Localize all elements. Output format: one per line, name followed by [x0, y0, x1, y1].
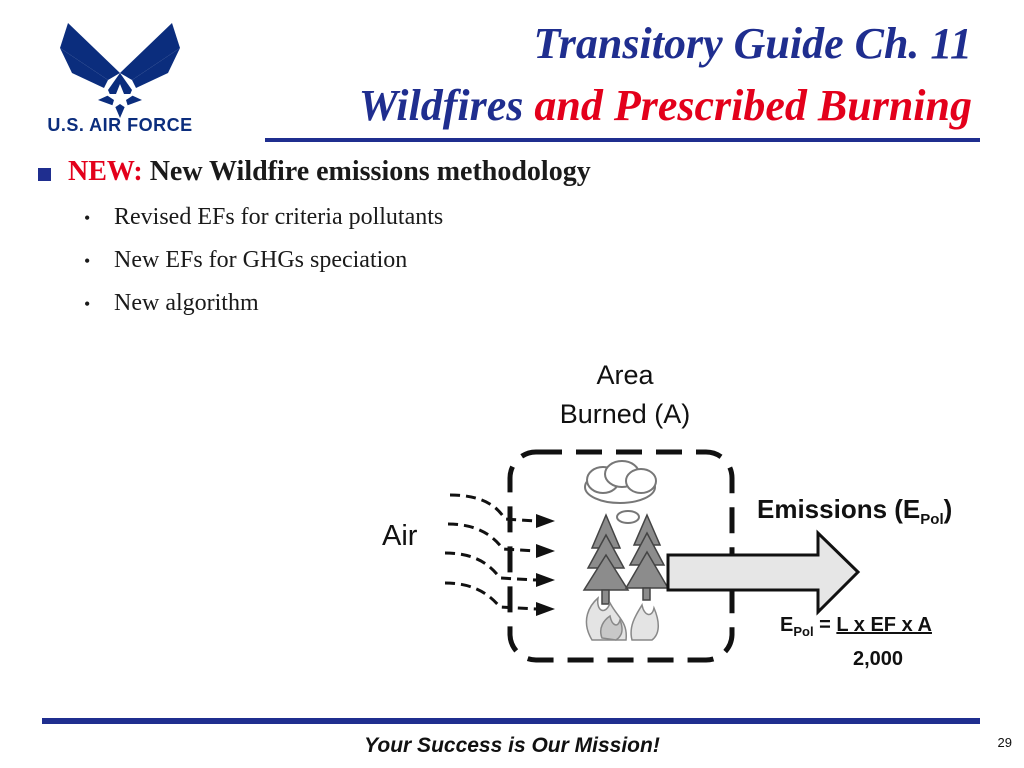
bullet-square-icon	[38, 168, 51, 181]
footer-slogan: Your Success is Our Mission!	[364, 734, 660, 757]
formula-subscript: Pol	[793, 624, 814, 639]
formula-e: E	[780, 614, 794, 636]
logo-text: U.S. AIR FORCE	[47, 115, 193, 135]
area-label-line1: Area	[596, 360, 654, 390]
sub-bullet-dot-icon: •	[84, 208, 91, 228]
pine-tree-icon	[582, 513, 670, 605]
sub-bullet-item: New algorithm	[114, 290, 259, 316]
sub-bullet-dot-icon: •	[84, 251, 91, 271]
area-burned-label: Area Burned (A)	[530, 356, 720, 434]
slide-title-line2: Wildfires and Prescribed Burning	[359, 80, 972, 131]
title-prescribed-burning: and Prescribed Burning	[534, 81, 972, 130]
air-arrows-icon	[444, 493, 537, 611]
area-label-line2: Burned (A)	[559, 399, 691, 429]
emissions-suffix: )	[943, 494, 953, 524]
cloud-icon	[584, 460, 657, 524]
main-bullet-text: New Wildfire emissions methodology	[149, 156, 591, 187]
emissions-formula: EPol = L x EF x A	[780, 614, 932, 639]
slide-title-line1: Transitory Guide Ch. 11	[533, 19, 972, 68]
title-divider	[265, 138, 980, 142]
air-force-logo-icon	[60, 23, 180, 118]
emissions-subscript: Pol	[920, 511, 944, 529]
emissions-label: Emissions (EPol)	[757, 494, 952, 528]
footer-divider	[42, 718, 980, 724]
emissions-arrow-icon	[666, 529, 861, 616]
page-number: 29	[997, 735, 1012, 750]
new-tag: NEW:	[68, 156, 143, 187]
sub-bullet-item: Revised EFs for criteria pollutants	[114, 204, 444, 230]
formula-denominator: 2,000	[853, 648, 904, 670]
formula-equals: =	[813, 614, 837, 636]
sub-bullet-item: New EFs for GHGs speciation	[114, 247, 408, 273]
sub-bullet-dot-icon: •	[84, 294, 91, 314]
title-wildfires: Wildfires	[358, 81, 524, 130]
flame-icon	[585, 596, 659, 641]
main-bullet: NEW: New Wildfire emissions methodology	[68, 156, 591, 188]
emissions-prefix: Emissions (E	[757, 494, 921, 524]
formula-numerator: L x EF x A	[836, 614, 932, 636]
air-label: Air	[382, 520, 418, 552]
